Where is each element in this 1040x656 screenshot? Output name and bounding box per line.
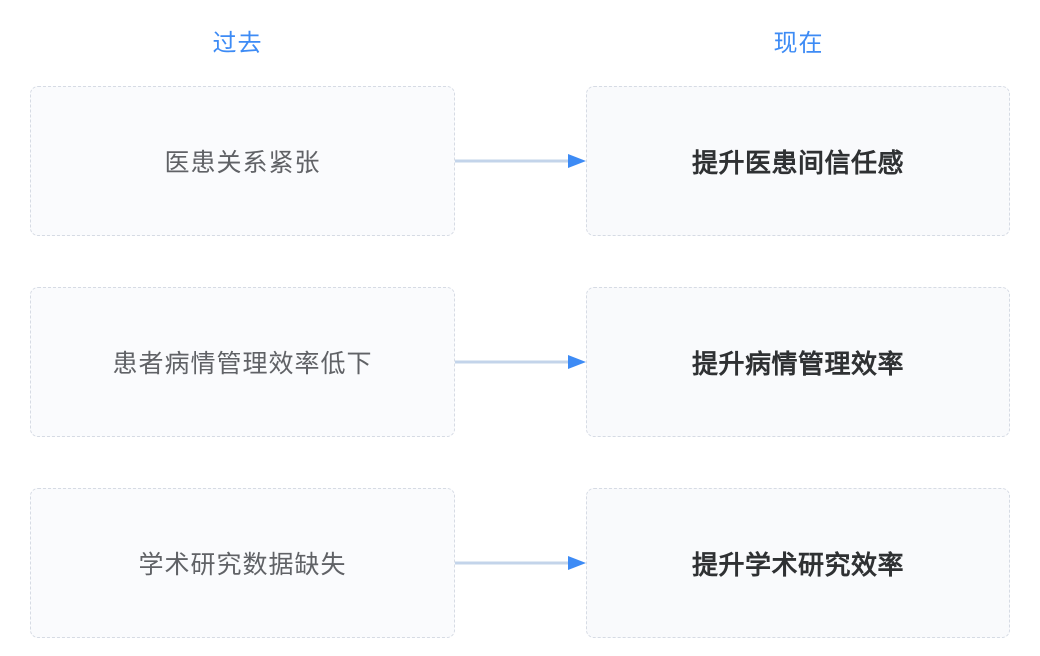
present-card[interactable]: 提升学术研究效率	[586, 488, 1010, 638]
past-card-label: 患者病情管理效率低下	[112, 350, 373, 378]
past-card[interactable]: 患者病情管理效率低下	[30, 287, 455, 437]
past-card[interactable]: 学术研究数据缺失	[30, 488, 455, 638]
comparison-row: 医患关系紧张 提升医患间信任感	[0, 86, 1040, 236]
arrow-right-icon	[455, 152, 586, 170]
arrow-right-icon	[455, 353, 586, 371]
column-header-present: 现在	[773, 30, 824, 57]
column-header-past: 过去	[212, 30, 263, 57]
comparison-rows: 医患关系紧张 提升医患间信任感 患者病情管理效率低下	[0, 86, 1040, 638]
comparison-row: 学术研究数据缺失 提升学术研究效率	[0, 488, 1040, 638]
present-card[interactable]: 提升病情管理效率	[586, 287, 1010, 437]
past-card-label: 医患关系紧张	[164, 149, 321, 177]
past-card-label: 学术研究数据缺失	[138, 551, 347, 579]
arrow-right-icon	[455, 554, 586, 572]
present-card-label: 提升病情管理效率	[691, 348, 904, 379]
present-card-label: 提升学术研究效率	[691, 549, 904, 580]
present-card-label: 提升医患间信任感	[691, 147, 904, 178]
past-card[interactable]: 医患关系紧张	[30, 86, 455, 236]
column-headers: 过去 现在	[0, 26, 1040, 66]
comparison-row: 患者病情管理效率低下 提升病情管理效率	[0, 287, 1040, 437]
present-card[interactable]: 提升医患间信任感	[586, 86, 1010, 236]
